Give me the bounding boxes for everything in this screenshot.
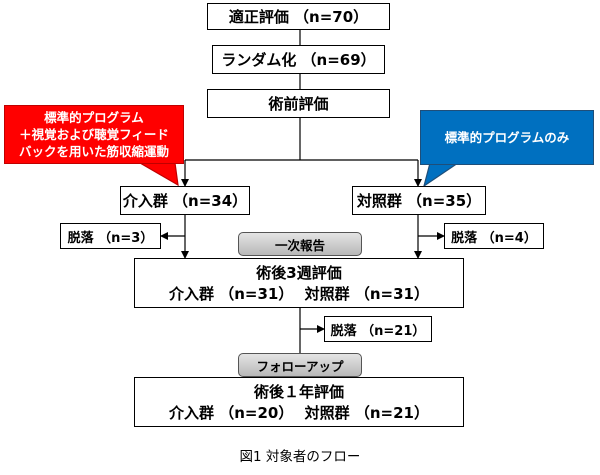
week3-control: 対照群 （n=31） <box>304 285 429 303</box>
year1-title: 術後１年評価 <box>253 383 344 401</box>
dropout-control-box: 脱落 （n=4） <box>444 223 544 249</box>
randomization-box: ランダム化 （n=69） <box>212 45 385 74</box>
figure-caption: 図1 対象者のフロー <box>239 449 361 465</box>
followup-label: フォローアップ <box>238 353 362 377</box>
week3-intervention: 介入群 （n=31） <box>169 285 294 303</box>
week3-eval-box: 術後3週評価 介入群 （n=31） 対照群 （n=31） <box>134 258 464 308</box>
year1-intervention: 介入群 （n=20） <box>169 404 294 422</box>
control-group-box: 対照群 （n=35） <box>352 186 486 215</box>
year1-eval-box: 術後１年評価 介入群 （n=20） 対照群 （n=21） <box>134 377 464 427</box>
first-report-label: 一次報告 <box>238 232 362 256</box>
intervention-program-line-2: ＋視覚および聴覚フィード <box>19 127 169 142</box>
control-program-callout: 標準的プログラムのみ <box>420 110 594 165</box>
intervention-program-line-3: バックを用いた筋収縮運動 <box>18 144 169 159</box>
intervention-group-box: 介入群 （n=34） <box>120 186 250 215</box>
dropout-intervention-box: 脱落 （n=3） <box>60 223 161 249</box>
eligibility-box: 適正評価 （n=70） <box>207 3 390 30</box>
week3-groups: 介入群 （n=31） 対照群 （n=31） <box>169 283 429 304</box>
year1-groups: 介入群 （n=20） 対照群 （n=21） <box>169 402 429 423</box>
intervention-program-callout: 標準的プログラム ＋視覚および聴覚フィード バックを用いた筋収縮運動 <box>4 105 184 164</box>
control-program-label: 標準的プログラムのみ <box>444 130 570 145</box>
week3-title: 術後3週評価 <box>256 264 342 282</box>
intervention-program-line-1: 標準的プログラム <box>44 110 144 125</box>
year1-control: 対照群 （n=21） <box>304 404 429 422</box>
dropout-followup-box: 脱落 （n=21） <box>324 316 432 342</box>
preop-eval-box: 術前評価 <box>207 89 390 118</box>
